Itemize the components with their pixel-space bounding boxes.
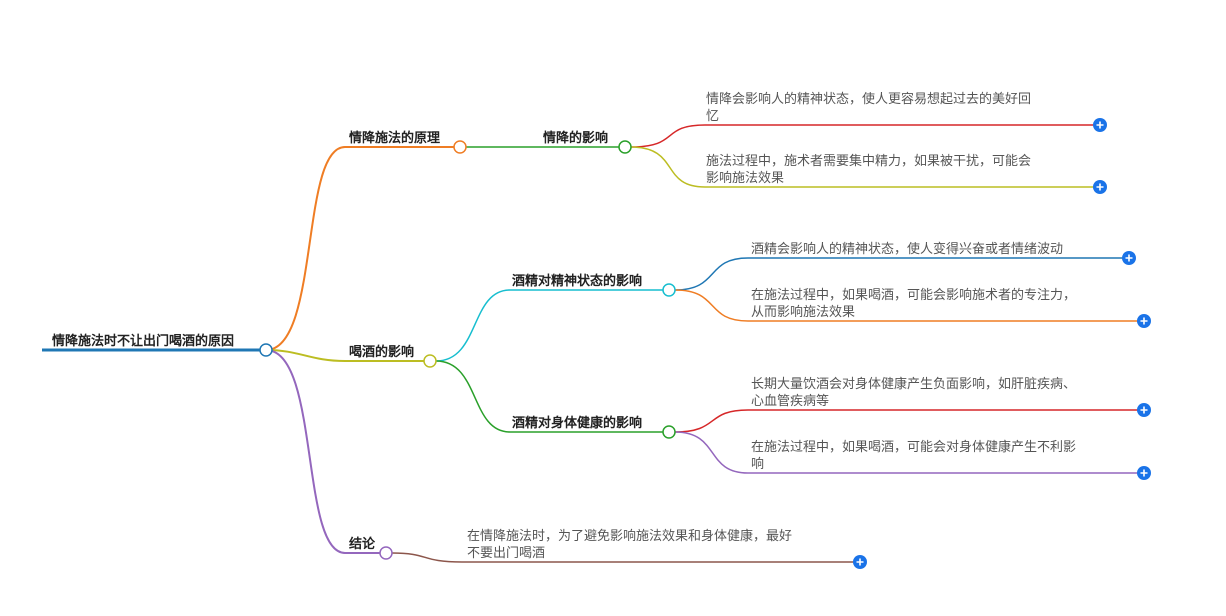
leaf-text-line: 心血管疾病等 [751, 393, 829, 409]
edge-b2c2-leaf1 [674, 409, 1144, 433]
branch-conclusion-collapse-circle[interactable] [379, 546, 393, 560]
leaf-node[interactable]: 在施法过程中，如果喝酒，可能会影响施术者的专注力， 从而影响施法效果 [751, 287, 1076, 320]
subnode-label-qingjiang-influence: 情降的影响 [543, 130, 608, 146]
subnode-alcohol-mental-collapse-circle[interactable] [662, 283, 676, 297]
leaf-text-line: 在施法过程中，如果喝酒，可能会影响施术者的专注力， [751, 287, 1076, 303]
branch-drinking-collapse-circle[interactable] [423, 354, 437, 368]
branch-label-drinking: 喝酒的影响 [349, 344, 414, 360]
edge-root-branch1 [265, 146, 460, 351]
edge-b1c1-leaf2 [630, 146, 1100, 188]
subnode-alcohol-mental[interactable]: 酒精对精神状态的影响 [512, 273, 676, 297]
edge-b3-leaf1 [391, 552, 860, 563]
leaf-text-line: 不要出门喝酒 [467, 546, 545, 561]
branch-node-principle[interactable]: 情降施法的原理 [349, 130, 467, 154]
edge-b2c2-leaf2 [674, 431, 1144, 474]
leaf-text-line: 忆 [706, 108, 719, 124]
plus-circle-icon[interactable] [1093, 118, 1107, 132]
plus-circle-icon[interactable] [1122, 251, 1136, 265]
edge-b2-child2 [435, 360, 669, 433]
plus-circle-icon[interactable] [1137, 403, 1151, 417]
leaf-text-line: 在情降施法时，为了避免影响施法效果和身体健康，最好 [467, 528, 792, 544]
subnode-alcohol-health-collapse-circle[interactable] [662, 425, 676, 439]
leaf-text-line: 从而影响施法效果 [751, 304, 855, 320]
root-node[interactable]: 情降施法时不让出门喝酒的原因 [52, 333, 273, 357]
branch-label-conclusion: 结论 [349, 536, 376, 552]
leaf-node[interactable]: 酒精会影响人的精神状态，使人变得兴奋或者情绪波动 [751, 241, 1063, 257]
edge-root-branch2 [265, 349, 430, 362]
leaf-text-line: 响 [751, 456, 764, 472]
plus-circle-icon[interactable] [1137, 314, 1151, 328]
leaf-node[interactable]: 在施法过程中，如果喝酒，可能会对身体健康产生不利影 响 [751, 439, 1076, 472]
subnode-qingjiang-collapse-circle[interactable] [618, 140, 632, 154]
expand-buttons [853, 118, 1151, 569]
plus-circle-icon[interactable] [853, 555, 867, 569]
leaf-node[interactable]: 施法过程中，施术者需要集中精力，如果被干扰，可能会 影响施法效果 [706, 153, 1031, 186]
subnode-qingjiang-influence[interactable]: 情降的影响 [543, 130, 632, 154]
branch-principle-collapse-circle[interactable] [453, 140, 467, 154]
branch-node-conclusion[interactable]: 结论 [349, 536, 393, 560]
leaf-text-line: 在施法过程中，如果喝酒，可能会对身体健康产生不利影 [751, 439, 1076, 455]
edge-b2c1-leaf2 [674, 289, 1144, 322]
edge-b1c1-leaf1 [630, 124, 1100, 148]
plus-circle-icon[interactable] [1093, 180, 1107, 194]
leaf-node[interactable]: 在情降施法时，为了避免影响施法效果和身体健康，最好 不要出门喝酒 [467, 528, 792, 561]
subnode-alcohol-health[interactable]: 酒精对身体健康的影响 [512, 415, 676, 439]
edge-root-branch3 [265, 349, 386, 554]
plus-circle-icon[interactable] [1137, 466, 1151, 480]
leaf-text-line: 情降会影响人的精神状态，使人更容易想起过去的美好回 [706, 91, 1031, 107]
leaf-node[interactable]: 情降会影响人的精神状态，使人更容易想起过去的美好回 忆 [706, 91, 1031, 124]
leaf-text-line: 影响施法效果 [706, 170, 784, 186]
edge-b2c1-leaf1 [674, 257, 1129, 291]
subnode-label-alcohol-mental: 酒精对精神状态的影响 [512, 273, 642, 289]
branch-label-principle: 情降施法的原理 [349, 130, 440, 146]
leaf-text-line: 长期大量饮酒会对身体健康产生负面影响，如肝脏疾病、 [751, 376, 1076, 392]
leaf-text-line: 施法过程中，施术者需要集中精力，如果被干扰，可能会 [706, 153, 1031, 169]
edge-b2-child1 [435, 289, 669, 362]
leaf-node[interactable]: 长期大量饮酒会对身体健康产生负面影响，如肝脏疾病、 心血管疾病等 [751, 376, 1076, 409]
subnode-label-alcohol-health: 酒精对身体健康的影响 [512, 415, 642, 431]
mindmap-edges [42, 124, 1144, 563]
branch-node-drinking[interactable]: 喝酒的影响 [349, 344, 437, 368]
root-label: 情降施法时不让出门喝酒的原因 [52, 333, 234, 349]
root-collapse-circle[interactable] [259, 343, 273, 357]
leaf-text-line: 酒精会影响人的精神状态，使人变得兴奋或者情绪波动 [751, 241, 1063, 257]
